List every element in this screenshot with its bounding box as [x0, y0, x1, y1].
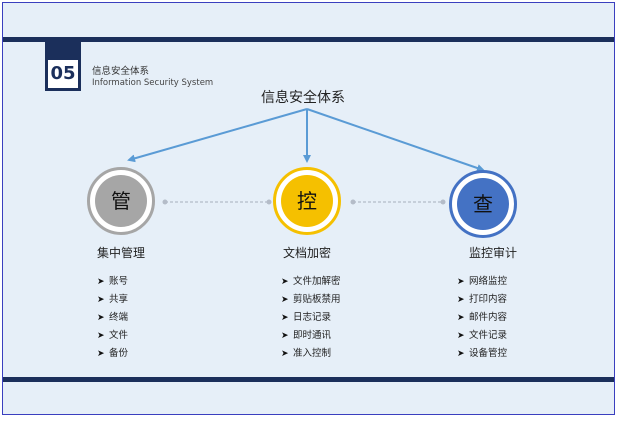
arrow-to-audit — [306, 108, 485, 172]
list-item: ➤备份 — [97, 345, 128, 363]
link-dot — [266, 199, 272, 205]
bullet-arrow-icon: ➤ — [97, 331, 105, 341]
bullet-arrow-icon: ➤ — [97, 349, 105, 359]
list-item: ➤账号 — [97, 273, 128, 291]
bullet-arrow-icon: ➤ — [457, 313, 465, 323]
manage-circle-char: 管 — [95, 175, 147, 227]
bullet-arrow-icon: ➤ — [457, 277, 465, 287]
section-title: 信息安全体系 — [92, 66, 150, 77]
list-item: ➤文件 — [97, 327, 128, 345]
list-item: ➤共享 — [97, 291, 128, 309]
header-bar — [3, 37, 614, 42]
control-items: ➤文件加解密 ➤剪贴板禁用 ➤日志记录 ➤即时通讯 ➤准入控制 — [281, 273, 341, 363]
manage-label: 集中管理 — [96, 246, 145, 260]
audit-circle: 查 — [449, 170, 517, 238]
list-item: ➤文件记录 — [457, 327, 507, 345]
list-item: ➤终端 — [97, 309, 128, 327]
list-item: ➤打印内容 — [457, 291, 507, 309]
bullet-arrow-icon: ➤ — [457, 349, 465, 359]
footer-bar — [3, 377, 614, 382]
diagram-root-title: 信息安全体系 — [261, 90, 345, 106]
list-item: ➤日志记录 — [281, 309, 341, 327]
list-item: ➤剪贴板禁用 — [281, 291, 341, 309]
audit-label: 监控审计 — [468, 246, 517, 260]
link-dot — [440, 199, 446, 205]
list-item: ➤准入控制 — [281, 345, 341, 363]
list-item: ➤即时通讯 — [281, 327, 341, 345]
manage-circle: 管 — [87, 167, 155, 235]
bullet-arrow-icon: ➤ — [457, 331, 465, 341]
section-subtitle: Information Security System — [92, 78, 214, 88]
bullet-arrow-icon: ➤ — [97, 277, 105, 287]
control-circle: 控 — [273, 167, 341, 235]
bullet-arrow-icon: ➤ — [97, 295, 105, 305]
list-item: ➤设备管控 — [457, 345, 507, 363]
control-circle-char: 控 — [281, 175, 333, 227]
bullet-arrow-icon: ➤ — [97, 313, 105, 323]
audit-circle-char: 查 — [457, 178, 509, 230]
bullet-arrow-icon: ➤ — [281, 313, 289, 323]
bullet-arrow-icon: ➤ — [457, 295, 465, 305]
slide: 05 信息安全体系 Information Security System 信息… — [2, 2, 615, 415]
arrow-to-manage — [127, 108, 308, 163]
bullet-arrow-icon: ➤ — [281, 349, 289, 359]
control-label: 文档加密 — [282, 246, 331, 260]
bullet-arrow-icon: ➤ — [281, 331, 289, 341]
audit-items: ➤网络监控 ➤打印内容 ➤邮件内容 ➤文件记录 ➤设备管控 — [457, 273, 507, 363]
list-item: ➤文件加解密 — [281, 273, 341, 291]
bullet-arrow-icon: ➤ — [281, 295, 289, 305]
connector-lines — [127, 108, 485, 205]
list-item: ➤网络监控 — [457, 273, 507, 291]
section-number: 05 — [48, 60, 78, 88]
list-item: ➤邮件内容 — [457, 309, 507, 327]
link-dot — [350, 199, 356, 205]
bullet-arrow-icon: ➤ — [281, 277, 289, 287]
link-dot — [162, 199, 168, 205]
manage-items: ➤账号 ➤共享 ➤终端 ➤文件 ➤备份 — [97, 273, 128, 363]
